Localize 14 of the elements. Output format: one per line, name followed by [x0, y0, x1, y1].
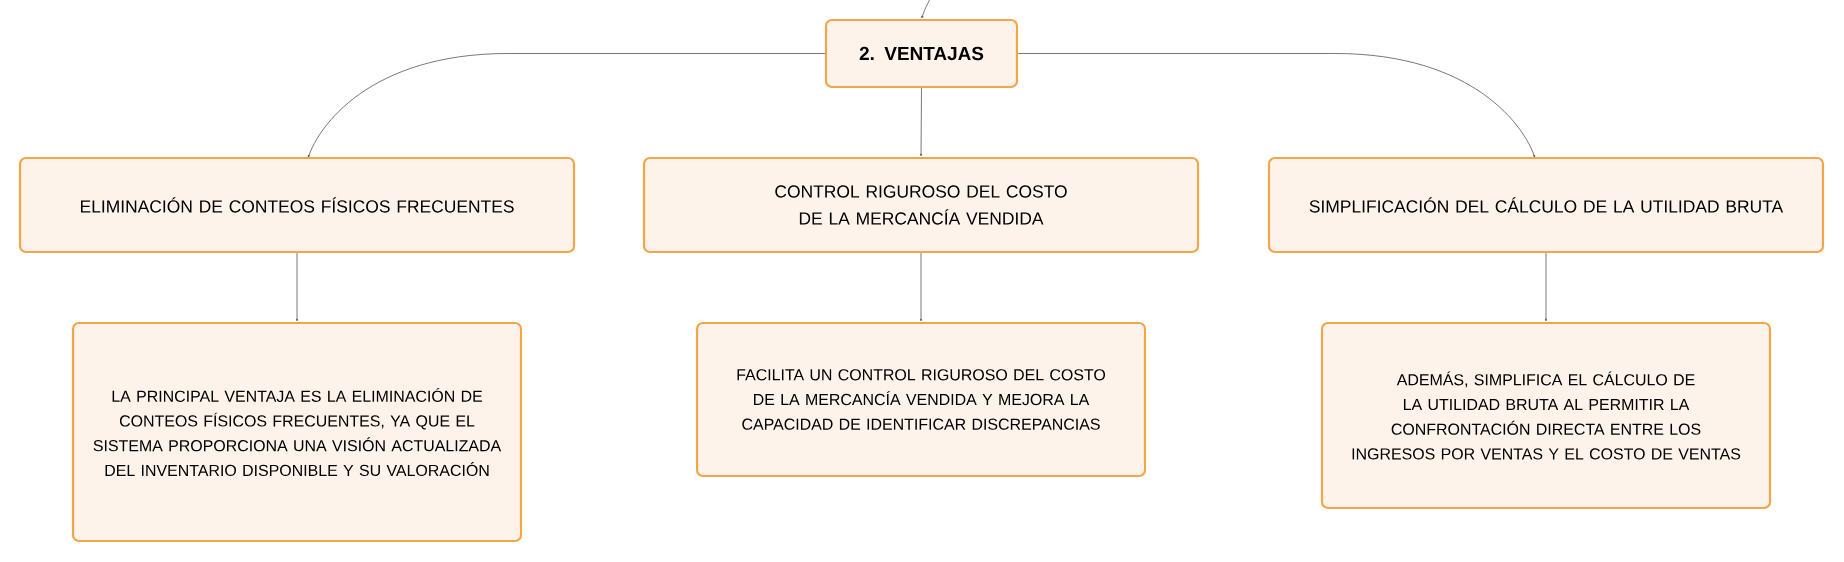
title-box: 2. VENTAJAS — [824, 18, 1019, 89]
text-box: CONTROL RIGUROSO DEL COSTO DE LA MERCANCÍA VENDIDA — [642, 156, 1200, 254]
connector-arrow — [1017, 53, 1536, 158]
connector-arrow — [295, 252, 299, 322]
connector-arrow — [919, 252, 923, 322]
connector-arrow — [308, 53, 826, 158]
text-box: SIMPLIFICACIÓN DEL CÁLCULO DE LA UTILIDAD BRUTA — [1267, 156, 1825, 254]
connector-arrow — [1544, 252, 1548, 322]
connector-arrow — [919, 87, 923, 157]
text-box: ELIMINACIÓN DE CONTEOS FÍSICOS FRECUENTES — [18, 156, 576, 254]
text-box: ADEMÁS, SIMPLIFICA EL CÁLCULO DE LA UTILIDAD BRUTA AL PERMITIR LA CONFRONTACIÓN DIRECTA ENTRE LOS INGRESOS POR VENTAS Y EL COSTO DE VENTAS — [1320, 321, 1772, 510]
connector-arrow — [921, 0, 930, 19]
text-box: LA PRINCIPAL VENTAJA ES LA ELIMINACIÓN DE CONTEOS FÍSICOS FRECUENTES, YA QUE EL SISTEMA PROPORCIONA UNA VISIÓN ACTUALIZADA DEL INVENTARIO DISPONIBLE Y SU VALORACIÓN — [71, 321, 523, 543]
text-box: FACILITA UN CONTROL RIGUROSO DEL COSTO DE LA MERCANCÍA VENDIDA Y MEJORA LA CAPACIDAD DE IDENTIFICAR DISCREPANCIAS — [695, 321, 1147, 478]
